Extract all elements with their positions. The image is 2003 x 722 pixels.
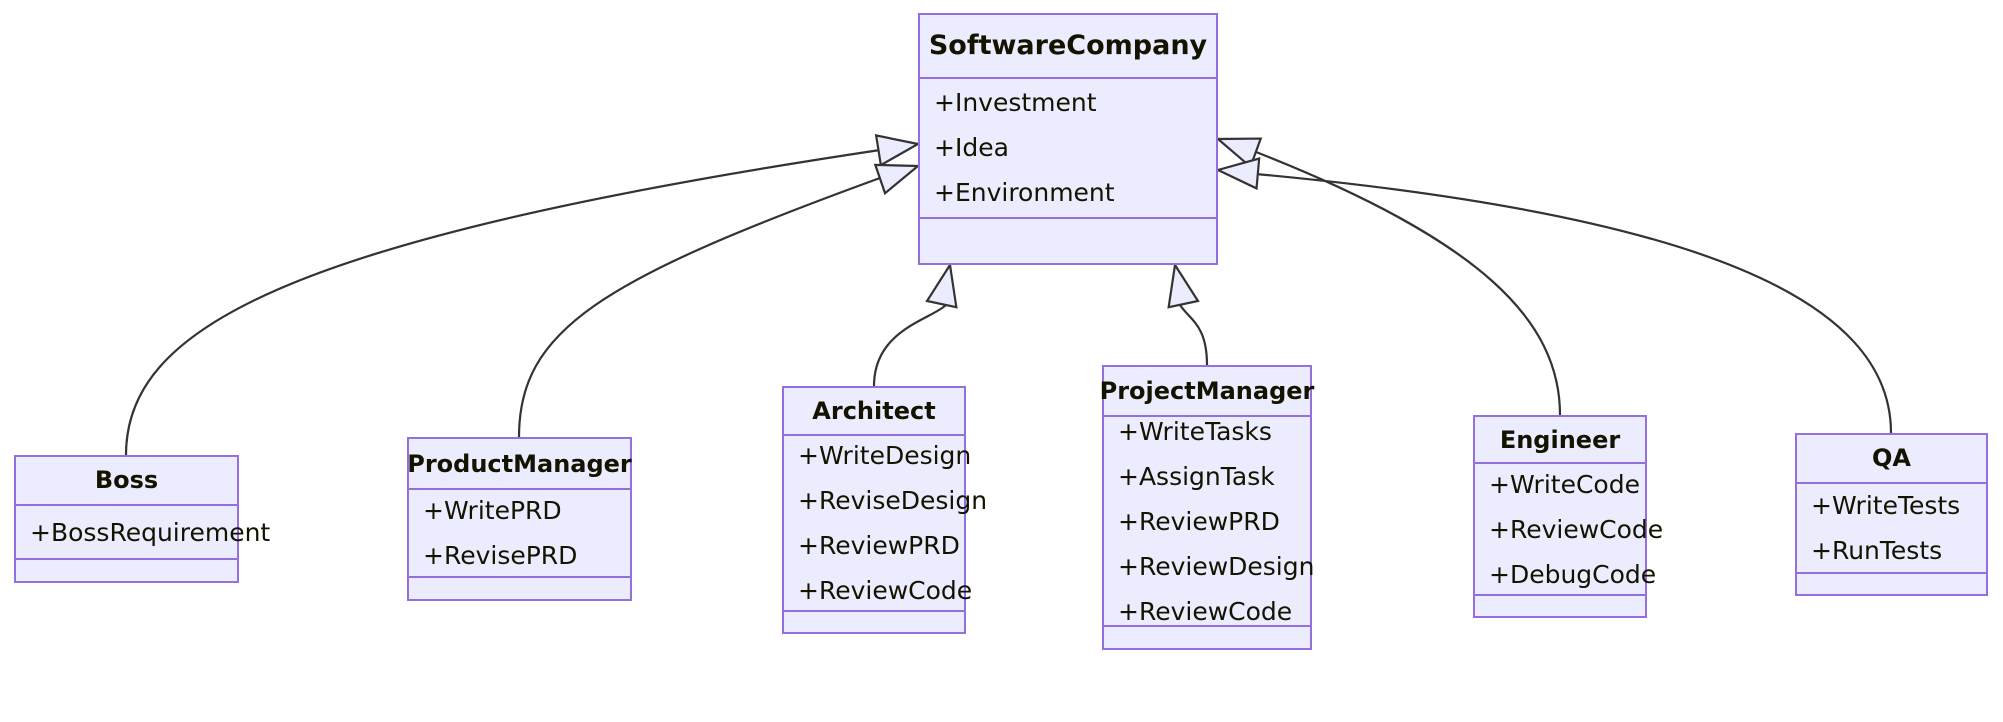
class-divider	[784, 433, 964, 436]
generalization-edge-qa	[1214, 157, 1893, 434]
attribute-row: +WriteCode	[1489, 469, 1640, 499]
inheritance-arrowhead	[1214, 157, 1261, 191]
class-divider	[16, 558, 237, 561]
class-name-boss: Boss	[94, 466, 159, 495]
attribute-row: +RevisePRD	[423, 541, 578, 571]
edge-line	[1179, 304, 1209, 366]
uml-class-engineer[interactable]: Engineer +WriteCode +ReviewCode +DebugCode	[1473, 415, 1664, 618]
uml-class-qa[interactable]: QA +WriteTests +RunTests	[1795, 433, 1988, 596]
attribute-row: +ReviewPRD	[1118, 506, 1280, 536]
attribute-row: +ReviseDesign	[798, 485, 988, 515]
attributes-compartment-boss: +BossRequirement	[16, 506, 271, 559]
attributes-compartment-project-manager: +WriteTasks +AssignTask +ReviewPRD +ReviewD…	[1104, 417, 1315, 626]
attribute-row: +WriteTasks	[1118, 416, 1272, 446]
attribute-row: +WriteTests	[1811, 490, 1961, 520]
class-divider	[409, 576, 630, 579]
methods-compartment-project-manager	[1104, 627, 1310, 648]
generalization-edge-project-manager	[1167, 261, 1209, 366]
methods-compartment-architect	[784, 612, 964, 632]
attribute-row: +Investment	[934, 88, 1097, 118]
inheritance-arrowhead	[873, 163, 921, 196]
uml-class-project-manager[interactable]: ProjectManager +WriteTasks +AssignTask +Rev…	[1099, 365, 1315, 650]
attribute-row: +WritePRD	[423, 496, 562, 526]
class-divider	[1797, 571, 1986, 574]
class-divider	[1104, 625, 1310, 628]
attribute-row: +Environment	[934, 178, 1115, 208]
class-name-engineer: Engineer	[1499, 425, 1621, 454]
attribute-row: +ReviewCode	[1489, 514, 1664, 544]
methods-compartment-boss	[16, 560, 237, 581]
class-divider	[1104, 415, 1310, 418]
edge-line	[1255, 172, 1893, 434]
attribute-row: +WriteDesign	[798, 440, 972, 470]
class-divider	[920, 217, 1216, 220]
class-divider	[1797, 481, 1986, 484]
attribute-row: +ReviewDesign	[1118, 551, 1315, 581]
attributes-compartment-software-company: +Investment +Idea +Environment	[920, 79, 1216, 218]
methods-compartment-product-manager	[409, 578, 630, 599]
class-name-project-manager: ProjectManager	[1099, 377, 1315, 406]
class-divider	[1475, 462, 1645, 465]
uml-class-software-company[interactable]: SoftwareCompany +Investment +Idea +Environm…	[918, 13, 1218, 265]
inheritance-arrowhead	[874, 134, 922, 167]
attribute-row: +Idea	[934, 133, 1009, 163]
class-name-architect: Architect	[812, 396, 936, 425]
inheritance-arrowhead	[1167, 261, 1200, 309]
attributes-compartment-architect: +WriteDesign +ReviseDesign +ReviewPRD +Revi…	[784, 436, 988, 610]
edge-line	[872, 304, 947, 387]
methods-compartment-engineer	[1475, 596, 1645, 616]
attribute-row: +ReviewCode	[1118, 596, 1293, 626]
attributes-compartment-product-manager: +WritePRD +RevisePRD	[409, 490, 630, 576]
inheritance-arrowhead	[1215, 137, 1263, 169]
uml-class-product-manager[interactable]: ProductManager +WritePRD +RevisePRD	[407, 437, 632, 601]
generalization-edge-architect	[872, 261, 958, 387]
attribute-row: +RunTests	[1811, 535, 1943, 565]
class-divider	[784, 609, 964, 612]
attribute-row: +ReviewPRD	[798, 530, 960, 560]
uml-class-boss[interactable]: Boss +BossRequirement	[14, 455, 271, 583]
inheritance-arrowhead	[925, 261, 958, 309]
class-divider	[16, 503, 237, 506]
class-divider	[1475, 594, 1645, 597]
attribute-row: +ReviewCode	[798, 575, 973, 605]
attributes-compartment-qa: +WriteTests +RunTests	[1797, 484, 1986, 572]
class-name-software-company: SoftwareCompany	[928, 30, 1208, 62]
attribute-row: +BossRequirement	[30, 517, 271, 547]
attributes-compartment-engineer: +WriteCode +ReviewCode +DebugCode	[1475, 464, 1664, 594]
uml-class-architect[interactable]: Architect +WriteDesign +ReviseDesign +Revie…	[782, 386, 988, 634]
class-name-qa: QA	[1872, 444, 1911, 473]
class-divider	[920, 76, 1216, 79]
methods-compartment-software-company	[920, 219, 1216, 263]
class-divider	[409, 488, 630, 491]
attribute-row: +AssignTask	[1118, 461, 1275, 491]
class-name-product-manager: ProductManager	[407, 449, 632, 478]
attribute-row: +DebugCode	[1489, 559, 1657, 589]
methods-compartment-qa	[1797, 574, 1986, 594]
edge-line	[124, 148, 881, 456]
